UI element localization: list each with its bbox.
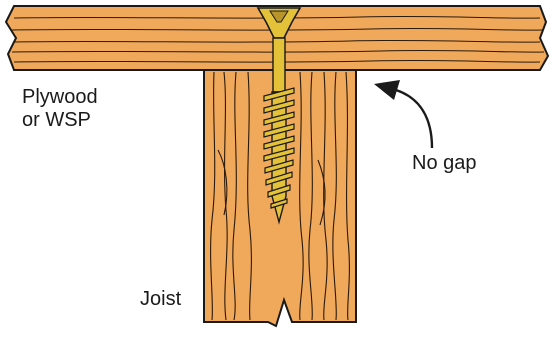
plywood-label-line2: or WSP [22, 109, 98, 132]
arrow-shaft [396, 90, 432, 148]
arrow-head [374, 80, 400, 100]
joist-label: Joist [140, 288, 181, 311]
no-gap-label: No gap [412, 152, 477, 175]
plywood-label-line1: Plywood [22, 86, 98, 109]
plywood-label: Plywood or WSP [22, 86, 98, 132]
screw-shank [273, 38, 285, 92]
curved-arrow-icon [374, 80, 432, 148]
